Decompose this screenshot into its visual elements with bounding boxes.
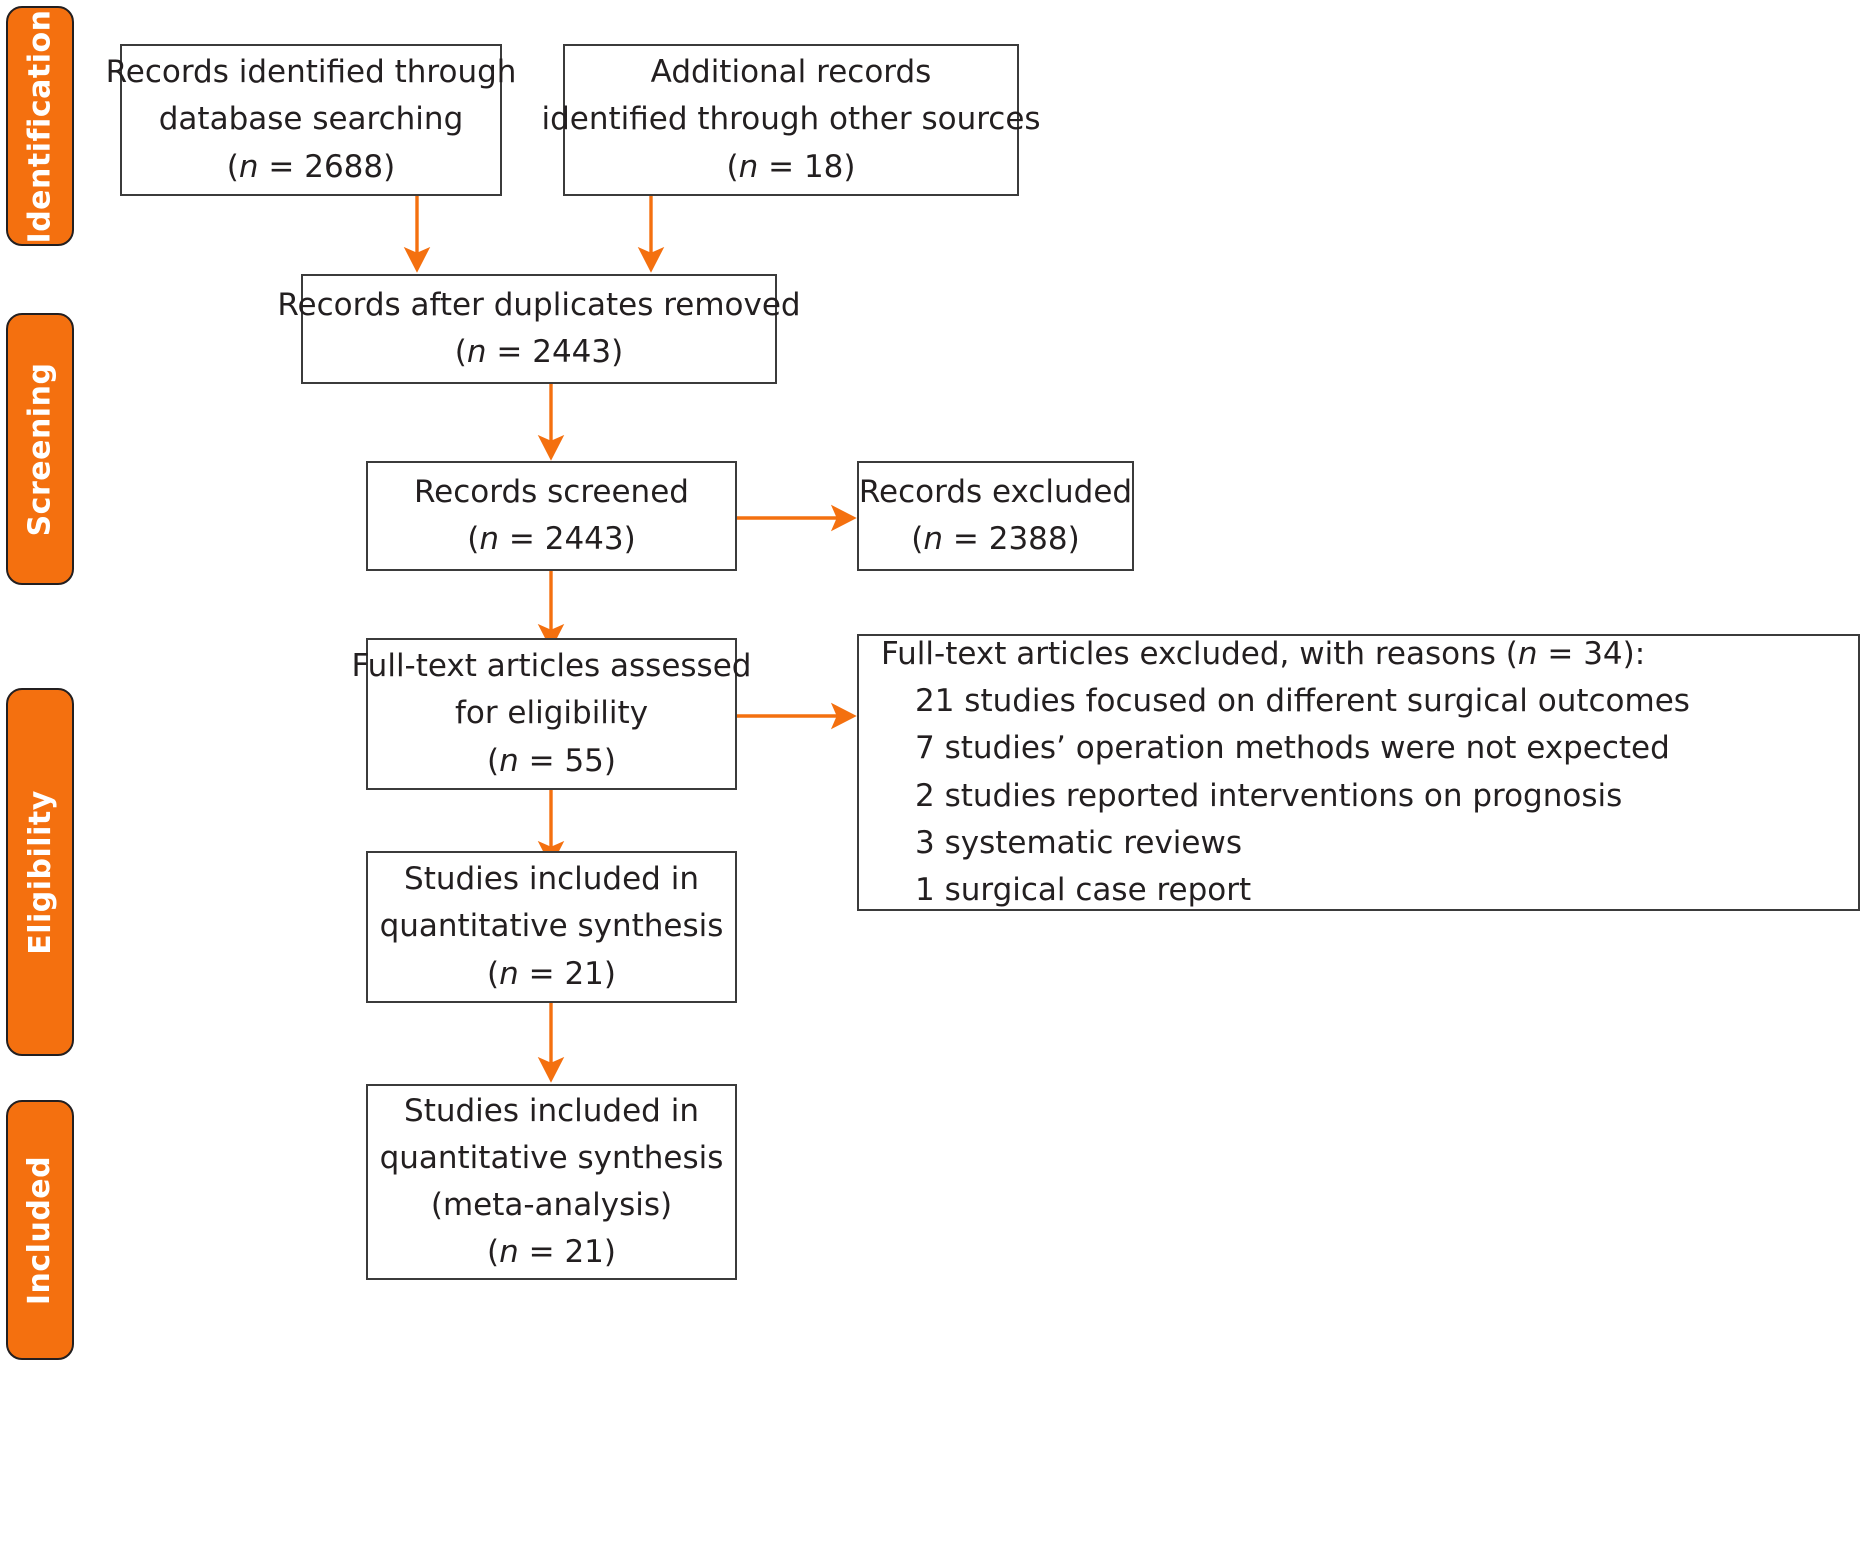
box-line: Studies included in: [404, 1092, 699, 1129]
box-count: (n = 55): [487, 742, 616, 779]
stage-label-included: Included: [22, 1155, 58, 1305]
exclusion-reason: 2 studies reported interventions on prog…: [915, 777, 1623, 814]
box-count: (n = 2688): [226, 148, 396, 185]
exclusion-reason: 21 studies focused on different surgical…: [915, 683, 1690, 720]
box-count: (n = 2443): [454, 334, 624, 370]
box-line: for eligibility: [454, 695, 649, 732]
box-count: (n = 21): [487, 1234, 616, 1271]
box-records-screened: Records screened (n = 2443): [366, 461, 737, 571]
exclusion-reason: 7 studies’ operation methods were not ex…: [915, 730, 1670, 767]
box-count: (n = 18): [726, 148, 856, 185]
box-line: Additional records: [650, 54, 932, 91]
box-count: (n = 2443): [467, 521, 636, 557]
box-records-identified-database: Records identified through database sear…: [106, 44, 516, 196]
box-line: (meta-analysis): [430, 1187, 673, 1223]
box-records-excluded: Records excluded (n = 2388): [857, 461, 1134, 571]
exclusion-heading: Full-text articles excluded, with reason…: [881, 636, 1646, 673]
exclusion-reason: 3 systematic reviews: [915, 824, 1242, 861]
box-line: Records excluded: [858, 473, 1133, 510]
stage-label-screening: Screening: [22, 362, 58, 536]
box-line: quantitative synthesis: [379, 908, 724, 945]
stage-band-eligibility: Eligibility: [6, 688, 74, 1056]
box-line: quantitative synthesis: [379, 1139, 724, 1176]
exclusion-reason: 1 surgical case report: [915, 871, 1252, 908]
stage-band-identification: Identification: [6, 6, 74, 246]
box-additional-records-other-sources: Additional records identified through ot…: [541, 44, 1041, 196]
stage-label-identification: Identification: [22, 9, 58, 243]
box-line: database searching: [158, 101, 464, 138]
box-line: Full-text articles assessed: [351, 648, 752, 685]
stage-label-eligibility: Eligibility: [22, 789, 58, 955]
box-fulltext-articles-assessed: Full-text articles assessed for eligibil…: [352, 638, 751, 790]
box-fulltext-articles-excluded-with-reasons: Full-text articles excluded, with reason…: [857, 634, 1860, 911]
box-line: Records after duplicates removed: [277, 286, 801, 323]
box-records-after-duplicates-removed: Records after duplicates removed (n = 24…: [277, 274, 801, 384]
stage-band-screening: Screening: [6, 313, 74, 585]
box-line: Studies included in: [404, 861, 699, 898]
stage-band-included: Included: [6, 1100, 74, 1360]
box-count: (n = 21): [487, 955, 616, 992]
box-studies-included-meta-analysis: Studies included in quantitative synthes…: [366, 1084, 737, 1280]
box-line: identified through other sources: [541, 101, 1041, 138]
box-count: (n = 2388): [911, 521, 1080, 557]
box-line: Records screened: [414, 473, 689, 510]
box-studies-included-quantitative-synthesis: Studies included in quantitative synthes…: [366, 851, 737, 1003]
box-line: Records identified through: [105, 54, 517, 91]
